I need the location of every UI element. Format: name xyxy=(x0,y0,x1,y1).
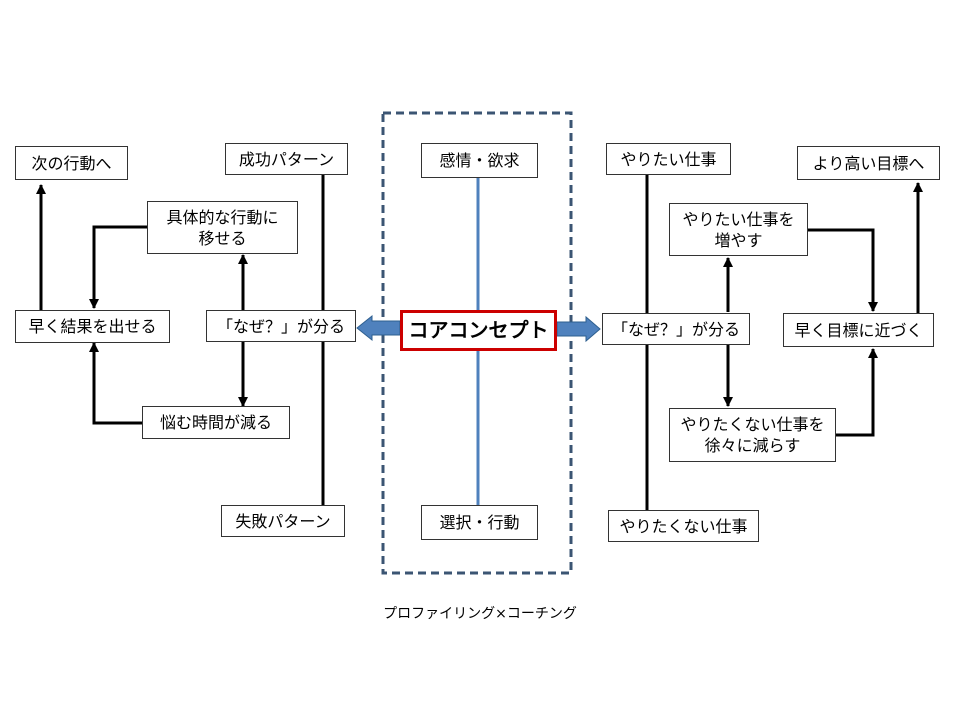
left-why-known-node: 「なぜ？」が分る xyxy=(206,310,356,342)
left-concrete-action-node: 具体的な行動に 移せる xyxy=(147,201,298,254)
right-want-work-node: やりたい仕事 xyxy=(606,143,731,175)
right-unwanted-work-node: やりたくない仕事 xyxy=(608,510,759,542)
center-top-node: 感情・欲求 xyxy=(421,143,538,178)
diagram-caption: プロファイリング×コーチング xyxy=(383,606,577,622)
left-failure-pattern-node: 失敗パターン xyxy=(221,505,345,537)
left-less-worry-node: 悩む時間が減る xyxy=(142,406,290,439)
right-increase-want-node: やりたい仕事を 増やす xyxy=(669,203,808,256)
arrow-concrete-action-to-quick-results xyxy=(89,225,147,309)
right-higher-goal-node: より高い目標へ xyxy=(797,146,940,180)
center-bottom-node: 選択・行動 xyxy=(421,505,538,540)
left-next-action-node: 次の行動へ xyxy=(15,146,128,180)
core-right-block-arrow xyxy=(556,315,601,343)
left-quick-results-node: 早く結果を出せる xyxy=(15,310,170,343)
left-success-pattern-node: 成功パターン xyxy=(225,143,348,175)
arrow-less-worry-to-quick-results xyxy=(89,342,142,425)
right-decrease-unwanted-node: やりたくない仕事を 徐々に減らす xyxy=(669,408,836,462)
right-approach-goal-node: 早く目標に近づく xyxy=(783,313,934,347)
arrow-decrease-unwanted-to-approach-goal xyxy=(836,348,878,437)
core-concept-node: コアコンセプト xyxy=(400,310,557,351)
center-frame xyxy=(381,111,573,575)
core-left-block-arrow xyxy=(356,314,401,342)
arrow-increase-want-to-approach-goal xyxy=(808,228,878,312)
right-why-known-node: 「なぜ？」が分る xyxy=(602,313,750,345)
